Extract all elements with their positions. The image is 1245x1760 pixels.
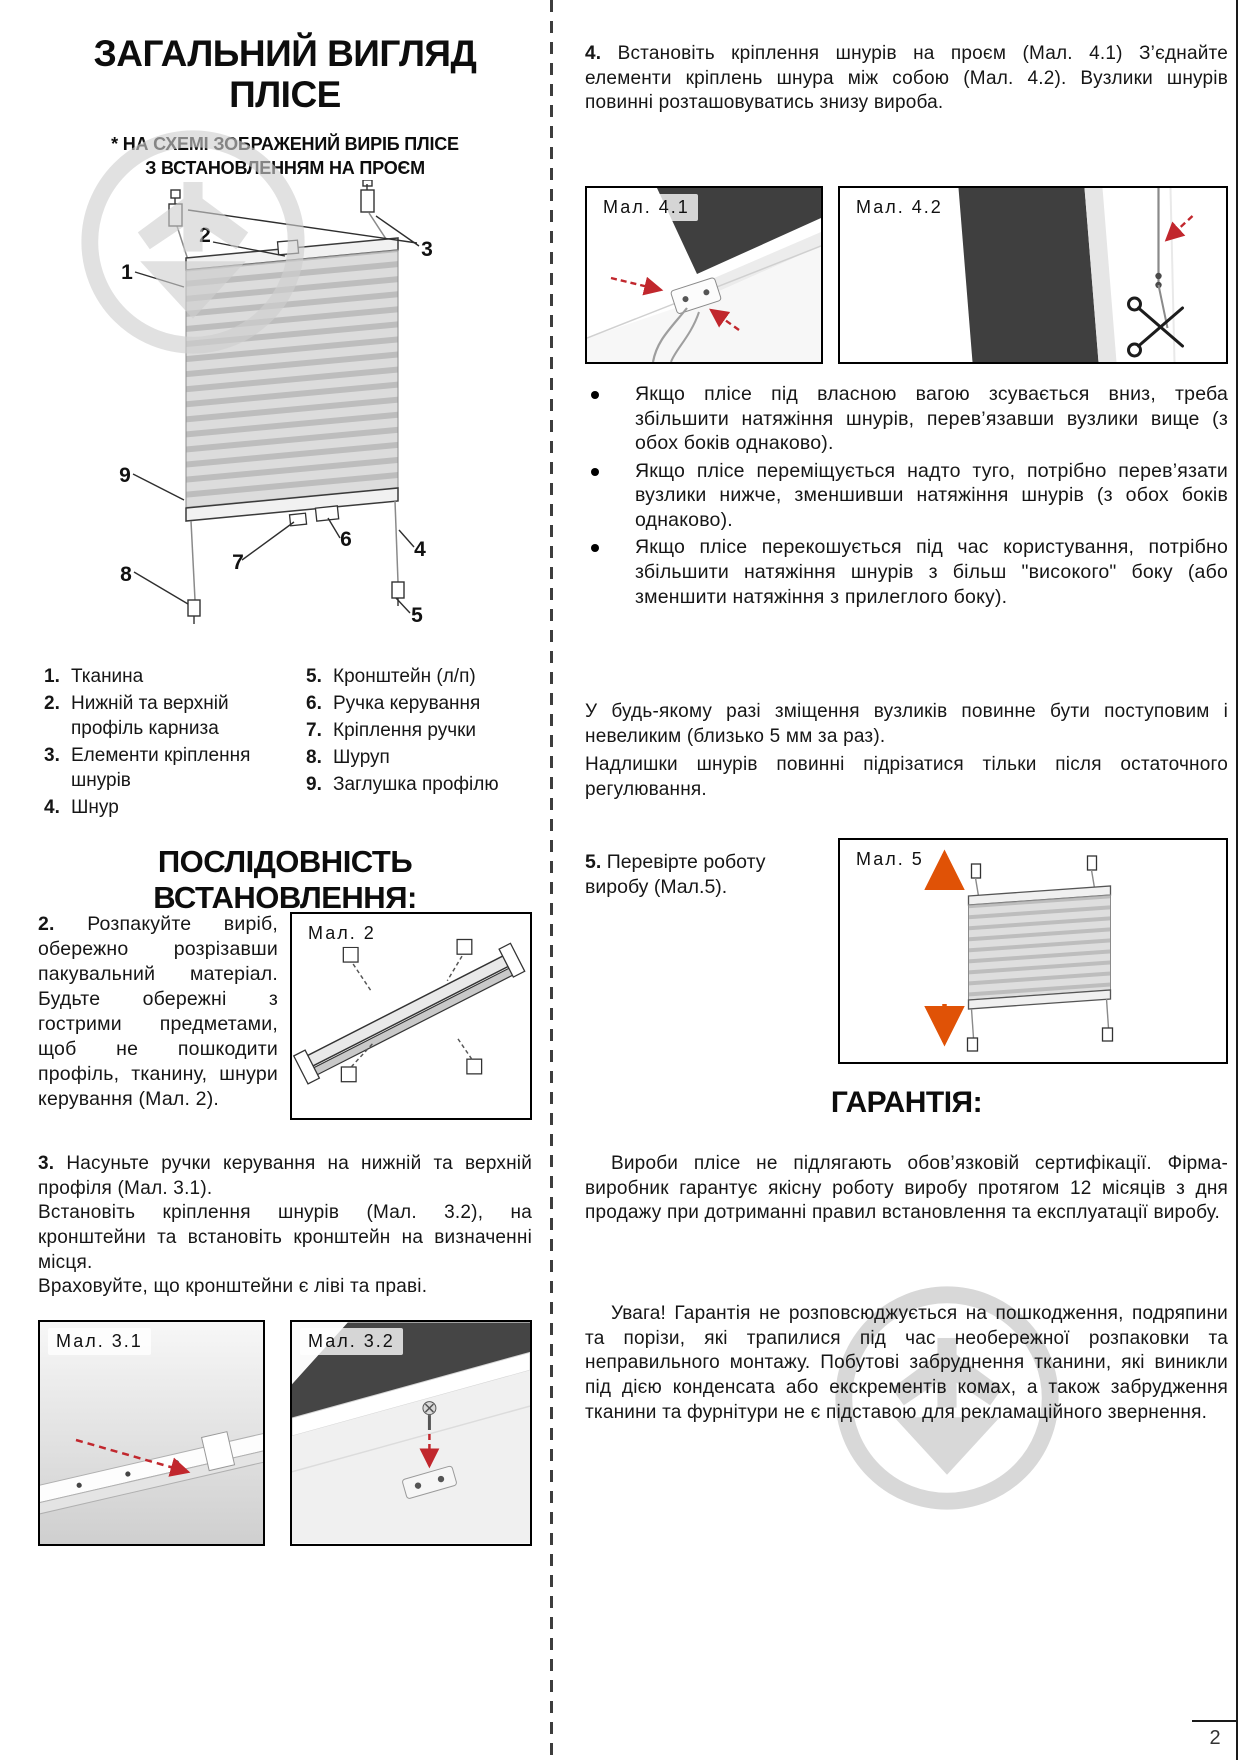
diagram-callout-5: 5 xyxy=(411,604,423,627)
diagram-callout-9: 9 xyxy=(119,464,131,487)
figure-5-art xyxy=(840,840,1226,1062)
diagram-callout-4: 4 xyxy=(414,538,426,561)
diagram-legend: 1.Тканина 2.Нижній та верхній профіль ка… xyxy=(44,664,532,822)
step-3-paragraph-3: Враховуйте, що кронштейни є ліві та прав… xyxy=(38,1276,428,1298)
figure-2-art xyxy=(292,914,530,1118)
figure-3-1: Мал. 3.1 xyxy=(38,1320,265,1546)
note-paragraph-2: Надлишки шнурів повинні підрізатися тіль… xyxy=(585,754,1228,801)
step-4-paragraph: 4. Встановіть кріплення шнурів на проєм … xyxy=(585,43,1228,114)
bullet-item: Якщо плісе переміщується надто туго, пот… xyxy=(585,459,1228,533)
figures-4-row: Мал. 4.1 xyxy=(585,186,1228,364)
diagram-callout-3: 3 xyxy=(421,238,433,261)
diagram-callout-6: 6 xyxy=(340,528,352,551)
step-5-section: 5. Перевірте роботу виробу (Мал.5). Мал.… xyxy=(585,836,1228,1066)
column-divider xyxy=(550,0,553,1760)
legend-item: 5.Кронштейн (л/п) xyxy=(306,666,476,687)
step-2-section: 2. Розпакуйте виріб, обережно розрізавши… xyxy=(38,912,532,1120)
figure-4-1-label: Мал. 4.1 xyxy=(595,194,698,221)
page-subtitle: * НА СХЕМІ ЗОБРАЖЕНИЙ ВИРІБ ПЛІСЕ З ВСТА… xyxy=(38,132,532,181)
diagram-callout-8: 8 xyxy=(120,563,132,586)
page-edge-rule xyxy=(1236,0,1238,1760)
figure-4-2-label: Мал. 4.2 xyxy=(848,194,951,221)
legend-left-list: 1.Тканина 2.Нижній та верхній профіль ка… xyxy=(44,664,306,822)
legend-item: 4.Шнур xyxy=(44,797,119,819)
legend-item: 9.Заглушка профілю xyxy=(306,774,499,796)
legend-item: 3.Елементи кріплення шнурів xyxy=(44,745,251,792)
step-5-paragraph: 5. Перевірте роботу виробу (Мал.5). xyxy=(585,851,766,899)
figure-2-label: Мал. 2 xyxy=(300,920,384,947)
page-title-line1: ЗАГАЛЬНИЙ ВИГЛЯД xyxy=(93,33,477,74)
figure-2: Мал. 2 xyxy=(290,912,532,1120)
legend-item: 8.Шуруп xyxy=(306,747,390,769)
page-subtitle-line1: * НА СХЕМІ ЗОБРАЖЕНИЙ ВИРІБ ПЛІСЕ xyxy=(111,134,459,154)
page-subtitle-line2: З ВСТАНОВЛЕННЯМ НА ПРОЄМ xyxy=(145,158,425,179)
figure-3-2-label: Мал. 3.2 xyxy=(300,1328,403,1355)
legend-item: 1.Тканина xyxy=(44,666,144,687)
footer-rule xyxy=(1192,1720,1236,1722)
left-column: ЗАГАЛЬНИЙ ВИГЛЯД ПЛІСЕ * НА СХЕМІ ЗОБРАЖ… xyxy=(38,0,532,1760)
figures-3-row: Мал. 3.1 xyxy=(38,1320,532,1546)
legend-right-list: 5.Кронштейн (л/п) 6.Ручка керування 7.Кр… xyxy=(306,664,532,822)
legend-item: 7.Кріплення ручки xyxy=(306,720,477,742)
warranty-heading: ГАРАНТІЯ: xyxy=(830,1086,983,1119)
warranty-paragraph-1: Вироби плісе не підлягають обов’язковій … xyxy=(585,1153,1228,1224)
blind-diagram-art: 1 2 3 4 5 6 7 8 9 xyxy=(119,180,433,627)
figure-4-1: Мал. 4.1 xyxy=(585,186,823,364)
page-title-line2: ПЛІСЕ xyxy=(229,73,341,115)
sequence-heading: ПОСЛІДОВНІСТЬ ВСТАНОВЛЕННЯ: xyxy=(153,844,417,915)
scissors-icon xyxy=(1127,296,1184,358)
step-2-paragraph: 2. Розпакуйте виріб, обережно розрізавши… xyxy=(38,913,279,1110)
diagram-callout-2: 2 xyxy=(199,224,211,247)
note-paragraph-1: У будь-якому разі зміщення вузликів пови… xyxy=(585,701,1228,747)
warranty-paragraph-2: Увага! Гарантія не розповсюджується на п… xyxy=(585,1303,1228,1423)
page-title: ЗАГАЛЬНИЙ ВИГЛЯД ПЛІСЕ xyxy=(38,33,532,115)
right-column: 4. Встановіть кріплення шнурів на проєм … xyxy=(585,0,1228,1760)
figure-3-1-art xyxy=(40,1322,263,1544)
figure-5-label: Мал. 5 xyxy=(848,846,932,873)
adjustment-bullet-list: Якщо плісе під власною вагою зсувається … xyxy=(585,382,1228,612)
step-3-paragraph-2: Встановіть кріплення шнурів (Мал. 3.2), … xyxy=(38,1202,532,1273)
legend-item: 2.Нижній та верхній профіль карниза xyxy=(44,693,229,740)
figure-5: Мал. 5 xyxy=(838,838,1228,1064)
diagram-callout-7: 7 xyxy=(232,551,244,574)
figure-3-2: Мал. 3.2 xyxy=(290,1320,532,1546)
page-number: 2 xyxy=(1209,1727,1221,1749)
step-3-section: 3. Насуньте ручки керування на нижній та… xyxy=(38,1152,532,1300)
adjustment-notes: У будь-якому разі зміщення вузликів пови… xyxy=(585,700,1228,807)
blind-overview-diagram: 1 2 3 4 5 6 7 8 9 xyxy=(38,180,532,658)
figure-3-2-art xyxy=(292,1322,530,1544)
bullet-item: Якщо плісе під власною вагою зсувається … xyxy=(585,382,1228,456)
figure-3-1-label: Мал. 3.1 xyxy=(48,1328,151,1355)
figure-4-2: Мал. 4.2 xyxy=(838,186,1228,364)
legend-item: 6.Ручка керування xyxy=(306,693,481,715)
step-3-paragraph-1: 3. Насуньте ручки керування на нижній та… xyxy=(38,1153,533,1199)
diagram-callout-1: 1 xyxy=(121,261,133,284)
bullet-item: Якщо плісе перекошується під час користу… xyxy=(585,535,1228,609)
figure-4-1-art xyxy=(587,188,821,362)
